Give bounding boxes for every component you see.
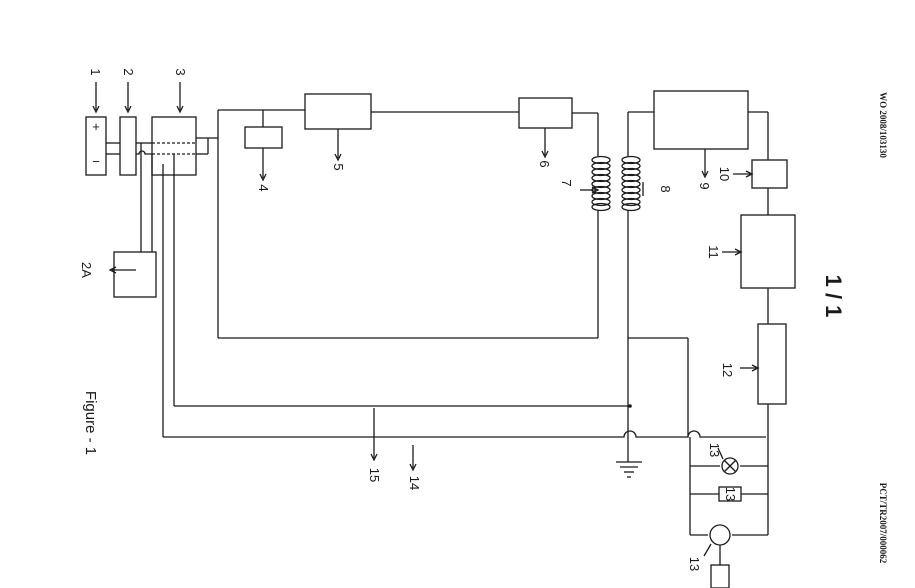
- label-2a: 2A: [79, 262, 94, 278]
- label-13-resistor: 13: [723, 487, 738, 501]
- coil-8: [621, 155, 641, 212]
- wire-crossover: [136, 150, 152, 155]
- component-4: [244, 126, 283, 149]
- component-11: [740, 214, 796, 289]
- label-1: 1: [88, 68, 103, 75]
- label-13-lamp: 13: [707, 443, 722, 457]
- label-15: 15: [367, 468, 382, 482]
- label-14: 14: [407, 476, 422, 490]
- sheet-number: 1 / 1: [821, 275, 846, 318]
- coil-7: [591, 155, 611, 212]
- component-9: [653, 90, 749, 150]
- lamp-icon: [721, 457, 739, 475]
- battery: [85, 116, 107, 176]
- component-5: [304, 93, 372, 130]
- battery-plus-sign: +: [92, 119, 100, 134]
- load-device: [710, 564, 730, 588]
- figure-title: Figure - 1: [82, 391, 99, 455]
- motor-load-icon: [709, 524, 731, 546]
- junction-dot: [628, 404, 632, 408]
- label-9: 9: [697, 182, 712, 189]
- label-6: 6: [537, 160, 552, 167]
- label-13-motor: 13: [687, 557, 702, 571]
- label-5: 5: [331, 163, 346, 170]
- wire-14: [163, 430, 766, 438]
- component-2: [119, 116, 137, 176]
- battery-minus-sign: −: [92, 154, 100, 169]
- ground-icon: [616, 461, 642, 478]
- publication-number: WO 2008/103130: [878, 92, 888, 158]
- component-6: [518, 97, 573, 129]
- label-3: 3: [173, 68, 188, 75]
- label-10: 10: [717, 167, 732, 181]
- component-12: [757, 323, 787, 405]
- application-number: PCT/TR2007/000062: [878, 483, 888, 564]
- leader-arrows: [92, 82, 760, 557]
- label-4: 4: [256, 184, 271, 191]
- label-12: 12: [720, 363, 735, 377]
- label-11: 11: [706, 245, 721, 259]
- label-2: 2: [121, 68, 136, 75]
- label-7: 7: [559, 179, 574, 186]
- component-2a: [113, 251, 157, 298]
- component-10: [751, 159, 788, 189]
- resistor-load: [718, 486, 742, 502]
- label-8: 8: [658, 185, 673, 192]
